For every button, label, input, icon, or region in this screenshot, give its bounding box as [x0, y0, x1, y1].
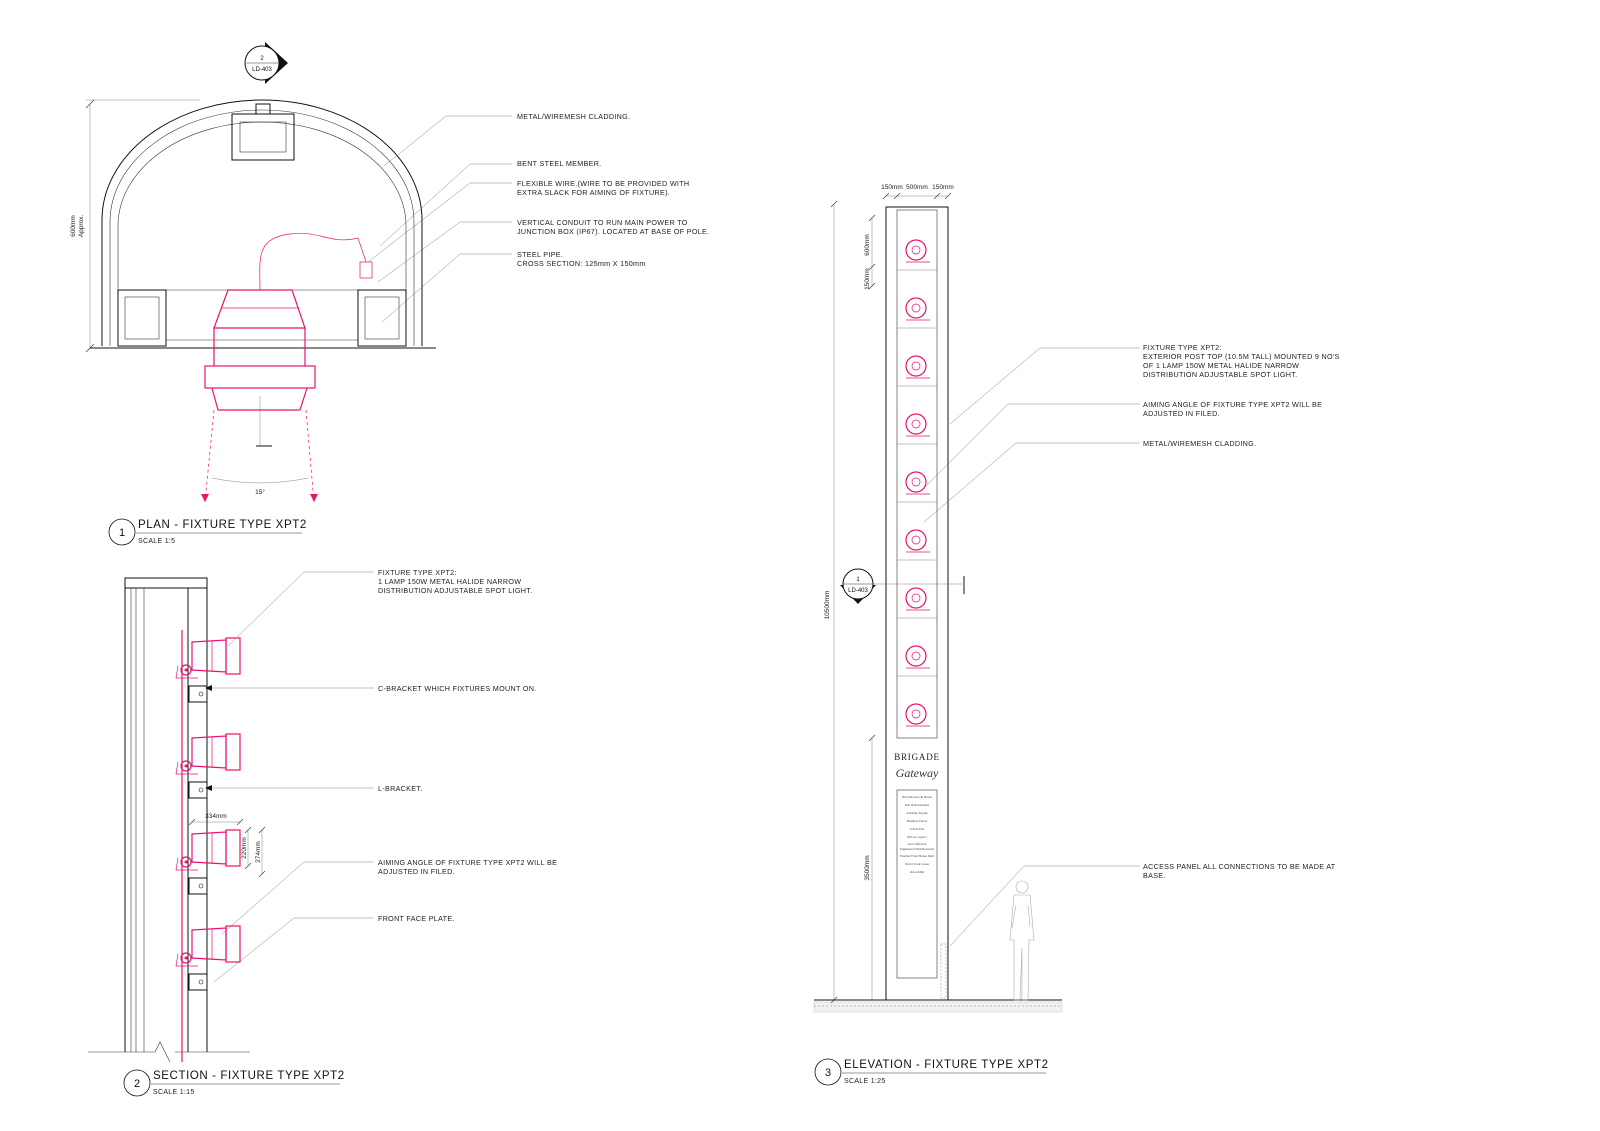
human-scale-figure [1009, 880, 1035, 1001]
plan-view: 2 LD-403 600mm Approx. [70, 42, 709, 546]
elev-dim-top-b: 500mm [906, 184, 928, 191]
tenant-4: Business Plazas [907, 819, 928, 823]
section-fixture-3 [175, 829, 241, 895]
elev-note-7: METAL/WIREMESH CLADDING. [1143, 439, 1256, 448]
plan-fixture: 15° [201, 232, 373, 503]
section-fixture-1 [175, 637, 241, 703]
plan-dim-approx: Approx. [78, 215, 85, 238]
section-note-6: AIMING ANGLE OF FIXTURE TYPE XPT2 WILL B… [378, 858, 557, 867]
elev-view-scale: SCALE 1:25 [844, 1078, 886, 1085]
plan-note-8: CROSS SECTION: 125mm X 150mm [517, 259, 646, 268]
tenant-1: Orion Resorts & Hotels [902, 795, 933, 799]
plan-dim-height: 600mm [70, 215, 77, 237]
elevation-title-block: 3 ELEVATION - FIXTURE TYPE XPT2 SCALE 1:… [814, 1058, 1049, 1086]
tenant-10: World Trade Lease [905, 862, 930, 866]
plan-note-1: METAL/WIREMESH CLADDING. [517, 112, 630, 121]
plan-note-7: STEEL PIPE. [517, 250, 563, 259]
tenant-5: Schola Port [910, 827, 925, 831]
section-dim-h2: 274mm [255, 841, 262, 863]
section-note-5: L-BRACKET. [378, 784, 423, 793]
section-view-number: 2 [134, 1078, 140, 1090]
plan-view-number: 1 [119, 527, 125, 539]
section-note-4: C-BRACKET WHICH FIXTURES MOUNT ON. [378, 684, 536, 693]
tenant-6: BTs Go Aspect [907, 835, 926, 839]
section-note-1: FIXTURE TYPE XPT2: [378, 568, 457, 577]
elev-view-number: 3 [825, 1067, 831, 1079]
section-view: 334mm 220mm 274mm FIXTURE TYPE XPT2: 1 L… [88, 568, 557, 1097]
section-fixture-4 [175, 925, 241, 991]
elev-note-6: ADJUSTED IN FILED. [1143, 409, 1220, 418]
elevation-fixture-grid [897, 239, 937, 727]
elev-dim-top-c: 150mm [932, 184, 954, 191]
elev-dim-top-a: 150mm [881, 184, 903, 191]
tenant-11: Orion Mall [910, 870, 924, 874]
elev-dim-gap: 150mm [864, 268, 871, 290]
section-view-title: SECTION - FIXTURE TYPE XPT2 [153, 1070, 345, 1082]
plan-beam-angle: 15° [255, 488, 265, 496]
plan-marker-num: 2 [260, 56, 264, 62]
elev-marker-num: 1 [856, 577, 860, 583]
elev-view-title: ELEVATION - FIXTURE TYPE XPT2 [844, 1059, 1049, 1071]
elev-note-9: BASE. [1143, 871, 1166, 880]
plan-view-title: PLAN - FIXTURE TYPE XPT2 [138, 519, 307, 531]
elev-dim-total: 10500mm [824, 591, 831, 620]
section-note-8: FRONT FACE PLATE. [378, 914, 455, 923]
section-note-3: DISTRIBUTION ADJUSTABLE SPOT LIGHT. [378, 586, 532, 595]
plan-note-4: EXTRA SLACK FOR AIMING OF FIXTURE). [517, 188, 670, 197]
elev-dim-base: 3500mm [864, 855, 871, 880]
section-dim-h1: 220mm [241, 837, 248, 859]
plan-note-5: VERTICAL CONDUIT TO RUN MAIN POWER TO [517, 218, 688, 227]
elev-note-4: DISTRIBUTION ADJUSTABLE SPOT LIGHT. [1143, 370, 1297, 379]
section-note-7: ADJUSTED IN FILED. [378, 867, 455, 876]
plan-note-6: JUNCTION BOX (IP67). LOCATED AT BASE OF … [517, 227, 709, 236]
elev-note-5: AIMING ANGLE OF FIXTURE TYPE XPT2 WILL B… [1143, 400, 1322, 409]
elev-section-marker: 1 LD-403 [840, 568, 965, 604]
plan-section-marker: 2 LD-403 [244, 42, 288, 84]
tenant-2: Ritz & Restaurants [905, 803, 930, 807]
tenant-9: Premier Front House Mall [900, 854, 934, 858]
sign-tenant-list: Orion Resorts & Hotels Ritz & Restaurant… [900, 795, 934, 874]
plan-note-2: BENT STEEL MEMBER. [517, 159, 601, 168]
section-dim-width: 334mm [205, 813, 227, 820]
section-note-2: 1 LAMP 150W METAL HALIDE NARROW [378, 577, 521, 586]
elev-note-2: EXTERIOR POST TOP (10.5M TALL) MOUNTED 9… [1143, 352, 1340, 361]
tenant-8: Engineered With Research [900, 847, 934, 851]
elev-dim-spacing: 600mm [864, 234, 871, 256]
elev-note-1: FIXTURE TYPE XPT2: [1143, 343, 1222, 352]
elev-note-8: ACCESS PANEL ALL CONNECTIONS TO BE MADE … [1143, 862, 1336, 871]
elevation-view: BRIGADE Gateway Orion Resorts & Hotels R… [813, 184, 1340, 1086]
plan-title-block: 1 PLAN - FIXTURE TYPE XPT2 SCALE 1:5 [108, 518, 307, 546]
sign-brand: BRIGADE [894, 752, 940, 762]
section-view-scale: SCALE 1:15 [153, 1089, 195, 1096]
section-fixture-2 [175, 733, 241, 799]
plan-view-scale: SCALE 1:5 [138, 538, 175, 545]
plan-note-3: FLEXIBLE WIRE.(WIRE TO BE PROVIDED WITH [517, 179, 689, 188]
elev-note-3: OF 1 LAMP 150W METAL HALIDE NARROW [1143, 361, 1299, 370]
sign-script: Gateway [896, 766, 939, 780]
section-title-block: 2 SECTION - FIXTURE TYPE XPT2 SCALE 1:15 [123, 1069, 345, 1097]
plan-marker-ref: LD-403 [252, 67, 272, 73]
tenant-3: Adelaige Kiosks [906, 811, 928, 815]
tenant-7: Lord Jefferson [908, 842, 927, 846]
elev-marker-ref: LD-403 [848, 588, 868, 594]
